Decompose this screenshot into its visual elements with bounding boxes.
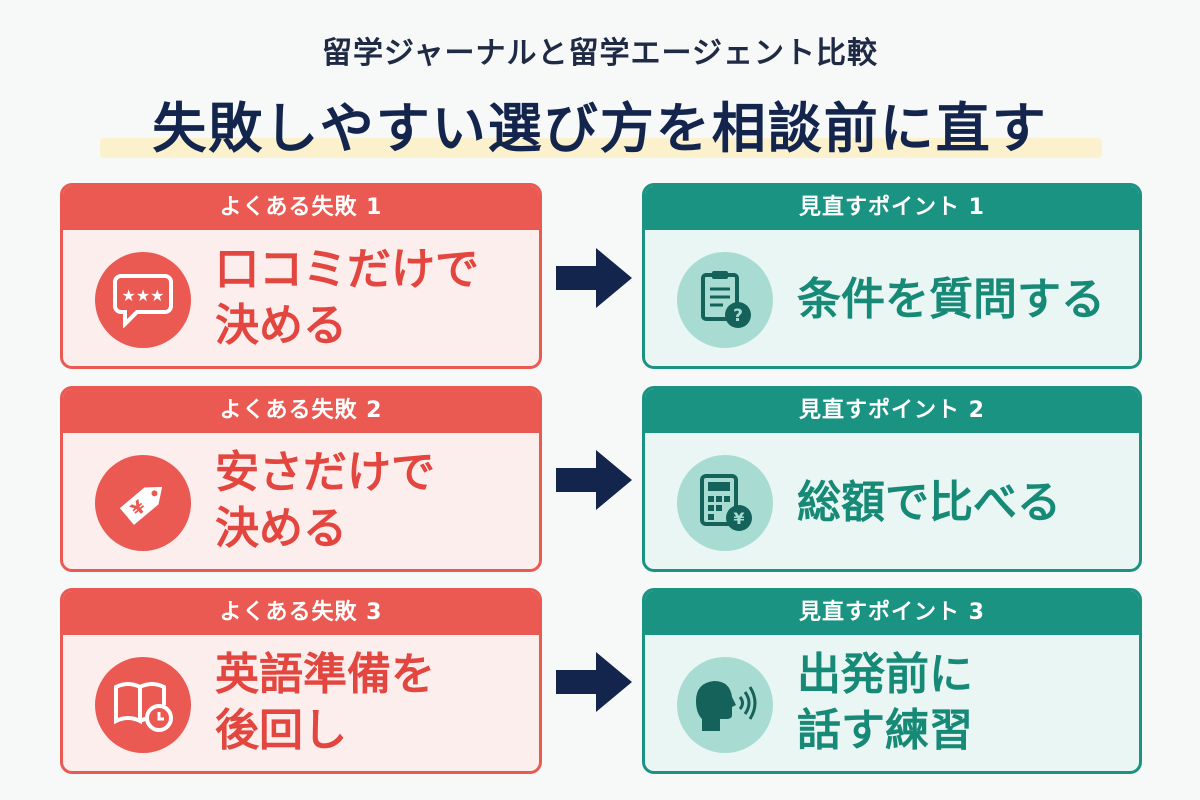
fix-card-1: 見直すポイント 1 ? 条件を質問する <box>642 183 1142 369</box>
fix-text-line-2: 話す練習 <box>797 705 973 756</box>
svg-text:★★★: ★★★ <box>121 286 164 305</box>
calculator-yen-icon: ¥ <box>677 455 773 551</box>
fail-text-line-1: 口コミだけで <box>215 244 479 295</box>
arrow-right-icon <box>556 248 632 308</box>
fix-card-2: 見直すポイント 2 ¥ 総額で比べる <box>642 386 1142 572</box>
svg-text:?: ? <box>733 306 743 326</box>
fix-card-3: 見直すポイント 3 出発前に 話す練習 <box>642 588 1142 774</box>
fail-text-line-2: 決める <box>215 503 347 554</box>
speaking-head-icon <box>677 657 773 753</box>
fail-card-text: 口コミだけで 決める <box>215 242 523 354</box>
fix-card-text: 出発前に 話す練習 <box>797 647 1123 759</box>
subtitle: 留学ジャーナルと留学エージェント比較 <box>322 36 878 71</box>
fail-card-label: よくある失敗 1 <box>63 186 539 230</box>
book-clock-icon <box>95 657 191 753</box>
fail-card-label: よくある失敗 3 <box>63 591 539 635</box>
fail-card-text: 英語準備を 後回し <box>215 647 523 759</box>
header: 留学ジャーナルと留学エージェント比較 失敗しやすい選び方を相談前に直す <box>0 0 1200 170</box>
fail-text-line-1: 安さだけで <box>215 447 435 498</box>
fail-card-1: よくある失敗 1 ★★★ 口コミだけで 決める <box>60 183 542 369</box>
fail-card-label: よくある失敗 2 <box>63 389 539 433</box>
fail-text-line-1: 英語準備を <box>215 649 435 700</box>
fix-card-label: 見直すポイント 1 <box>645 186 1139 230</box>
yen-price-tag-icon: ¥ <box>95 455 191 551</box>
fix-text-line-1: 総額で比べる <box>797 477 1061 528</box>
svg-text:¥: ¥ <box>733 509 744 528</box>
fail-card-3: よくある失敗 3 英語準備を 後回し <box>60 588 542 774</box>
review-speech-bubble-icon: ★★★ <box>95 252 191 348</box>
fix-card-label: 見直すポイント 3 <box>645 591 1139 635</box>
fail-text-line-2: 後回し <box>215 705 347 756</box>
title-wrap: 失敗しやすい選び方を相談前に直す <box>0 84 1200 163</box>
page-title: 失敗しやすい選び方を相談前に直す <box>152 97 1048 160</box>
arrow-right-icon <box>556 450 632 510</box>
fail-card-2: よくある失敗 2 ¥ 安さだけで 決める <box>60 386 542 572</box>
fail-text-line-2: 決める <box>215 300 347 351</box>
fail-card-text: 安さだけで 決める <box>215 445 523 557</box>
fix-text-line-1: 条件を質問する <box>797 274 1105 325</box>
fix-text-line-1: 出発前に <box>797 649 973 700</box>
fix-card-text: 総額で比べる <box>797 475 1123 531</box>
title-highlight <box>100 138 1102 158</box>
arrow-right-icon <box>556 652 632 712</box>
checklist-question-icon: ? <box>677 252 773 348</box>
fix-card-text: 条件を質問する <box>797 272 1123 328</box>
fix-card-label: 見直すポイント 2 <box>645 389 1139 433</box>
